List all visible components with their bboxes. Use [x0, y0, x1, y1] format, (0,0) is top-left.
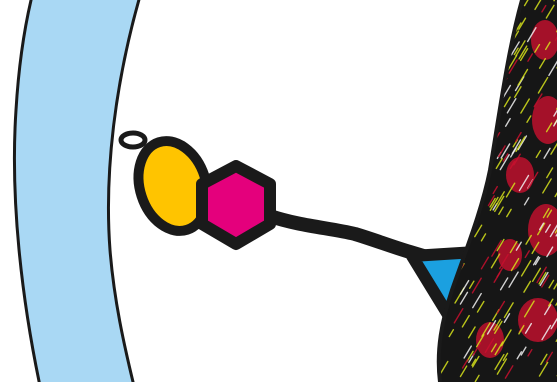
cell-texture-stroke	[452, 67, 460, 81]
cell-texture-stroke	[446, 145, 454, 158]
cell-texture-stroke	[489, 75, 495, 85]
cell-texture-stroke	[442, 86, 446, 93]
cell-texture-stroke	[457, 101, 464, 113]
cell-texture-stroke	[454, 154, 463, 170]
cell-texture-stroke	[441, 207, 449, 221]
cell-texture-stroke	[444, 202, 452, 215]
cell-texture-stroke	[452, 160, 460, 174]
cell-texture-stroke	[461, 4, 470, 19]
cell-texture-stroke	[499, 11, 504, 20]
cell-texture-stroke	[480, 4, 484, 11]
cell-texture-stroke	[487, 86, 492, 95]
membrane-band	[14, 0, 140, 382]
cell-texture-stroke	[475, 72, 479, 78]
cell-texture-stroke	[490, 0, 497, 4]
cell-texture-stroke	[498, 29, 504, 40]
cell-texture-stroke	[454, 118, 458, 125]
cell-texture-stroke	[470, 178, 474, 185]
cell-texture-stroke	[483, 87, 488, 95]
cell-texture-stroke	[474, 4, 482, 18]
cell-texture-stroke	[473, 54, 482, 68]
cell-texture-stroke	[443, 46, 451, 59]
cell-texture-stroke	[462, 110, 466, 116]
cell-texture-stroke	[500, 36, 509, 51]
cell-texture-stroke	[469, 188, 476, 200]
textured-cell	[439, 0, 557, 382]
cell-texture-stroke	[486, 23, 493, 34]
cell-texture-stroke	[475, 40, 479, 47]
cell-texture-stroke	[467, 204, 474, 216]
cell-texture-stroke	[450, 47, 454, 54]
cell-texture-stroke	[456, 55, 464, 69]
cell-texture-stroke	[453, 179, 459, 189]
cell-texture-stroke	[440, 176, 446, 187]
ring-icon	[121, 133, 145, 147]
cell-texture-stroke	[473, 126, 479, 135]
cell-texture-stroke	[449, 34, 454, 42]
cell-texture-stroke	[456, 0, 464, 5]
cell-texture-stroke	[488, 92, 495, 104]
cell-texture-stroke	[442, 106, 449, 118]
cell-texture-stroke	[458, 211, 465, 222]
cell-texture-stroke	[448, 55, 452, 62]
cell-texture-stroke	[488, 102, 492, 108]
cell-texture-stroke	[476, 132, 485, 147]
cell-texture-stroke	[449, 77, 454, 85]
cell-texture-stroke	[464, 192, 469, 201]
cell-texture-stroke	[446, 130, 452, 141]
cell-texture-stroke	[457, 86, 465, 99]
cell-texture-stroke	[456, 75, 462, 86]
cell-texture-stroke	[460, 7, 464, 14]
linker-chain	[270, 216, 430, 258]
cell-texture-stroke	[490, 32, 497, 44]
magenta-hexagon-icon	[202, 166, 270, 244]
cell-texture-stroke	[495, 80, 500, 88]
cell-texture-stroke	[482, 0, 487, 7]
cell-texture-stroke	[481, 27, 489, 40]
cell-texture-stroke	[466, 137, 474, 150]
cell-texture-stroke	[498, 0, 503, 4]
cell-texture-stroke	[469, 195, 477, 208]
cell-texture-stroke	[441, 117, 449, 130]
cell-texture-stroke	[459, 221, 463, 228]
cell-texture-stroke	[443, 120, 450, 132]
cell-texture-stroke	[468, 179, 478, 195]
cell-texture-stroke	[454, 108, 460, 118]
cell-texture-stroke	[493, 13, 502, 29]
cell-texture-stroke	[468, 84, 474, 94]
cell-texture-stroke	[447, 87, 454, 98]
cell-texture-stroke	[454, 63, 459, 72]
cell-texture-stroke	[492, 19, 496, 26]
cell-texture-stroke	[446, 125, 452, 134]
cell-red-blob	[506, 157, 534, 193]
cell-texture-stroke	[470, 174, 474, 181]
cell-texture-stroke	[442, 122, 446, 129]
cell-texture-stroke	[467, 126, 472, 134]
cell-texture-stroke	[507, 0, 513, 9]
cell-texture-stroke	[472, 77, 480, 90]
cell-texture-stroke	[496, 49, 502, 60]
cell-texture-stroke	[482, 127, 486, 134]
cell-texture-stroke	[456, 133, 464, 147]
cell-texture-stroke	[448, 128, 453, 136]
cell-texture-stroke	[458, 55, 463, 64]
cell-texture-stroke	[460, 0, 469, 1]
